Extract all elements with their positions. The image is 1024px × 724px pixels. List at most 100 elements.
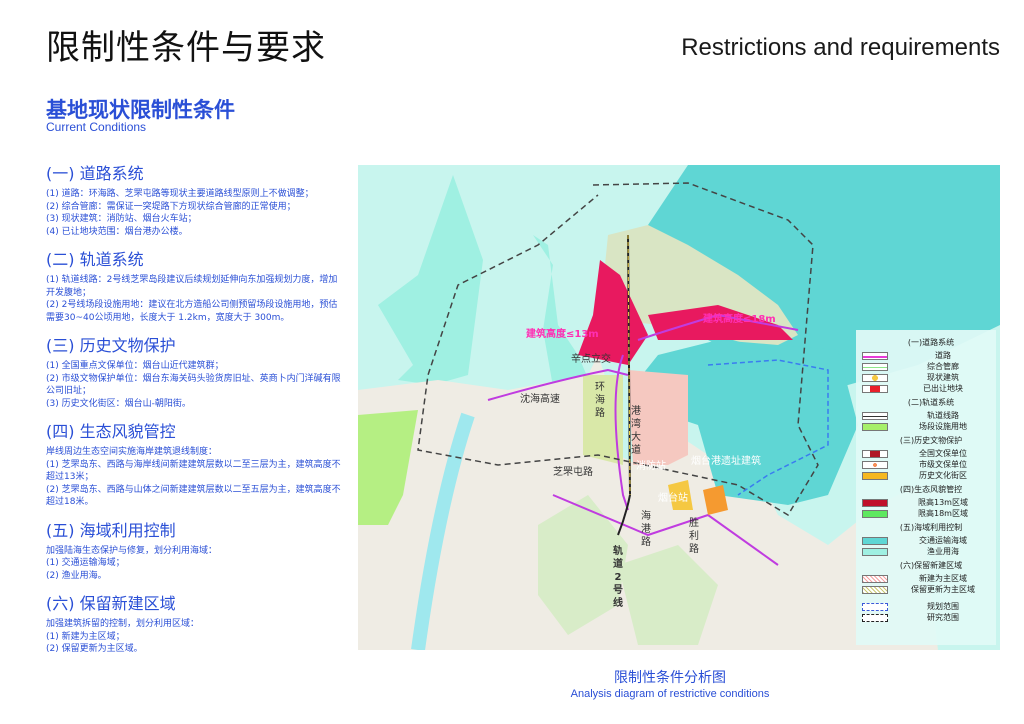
legend-label: 已出让地块 xyxy=(923,384,963,393)
legend-swatch-road xyxy=(862,351,888,360)
map-caption: 限制性条件分析图 xyxy=(614,670,726,686)
condition-line: (2) 2号线场段设施用地：建议在北方造船公司侧预留场段设施用地，预估需要30~… xyxy=(46,300,338,323)
legend-swatch-existing xyxy=(862,373,888,382)
label-haigang: 海港路 xyxy=(641,511,651,548)
condition-heading: (六) 保留新建区域 xyxy=(46,594,176,613)
legend-swatch-transport xyxy=(862,536,888,545)
legend-swatch-h13 xyxy=(862,498,888,507)
condition-line: 加强陆海生态保护与修复，划分利用海域： xyxy=(46,545,218,556)
condition-line: (1) 新建为主区域； xyxy=(46,631,125,642)
condition-line: (1) 芝罘岛东、西路与海岸线间新建建筑层数以二至三层为主，建筑高度不超过13米… xyxy=(46,459,341,483)
legend-item: 道路 xyxy=(862,350,990,361)
condition-line: 岸线周边生态空间实施海岸建筑退线制度： xyxy=(46,447,218,457)
label-shenhai: 沈海高速 xyxy=(520,394,560,405)
legend-label: 市级文保单位 xyxy=(919,460,967,469)
condition-line: (3) 历史文化街区：烟台山-朝阳街。 xyxy=(46,398,191,409)
label-shengli: 胜利路 xyxy=(689,518,699,555)
condition-line: (2) 保留更新为主区域。 xyxy=(46,644,143,654)
legend-label: 研究范围 xyxy=(927,613,959,622)
condition-heading: (三) 历史文物保护 xyxy=(46,336,176,355)
legend-group-title: (四)生态风貌管控 xyxy=(899,485,963,494)
section-title-en: Current Conditions xyxy=(46,120,147,134)
legend-label: 场段设施用地 xyxy=(919,422,967,431)
legend-label: 保留更新为主区域 xyxy=(911,585,975,594)
legend-item: 交通运输海域 xyxy=(862,535,990,546)
map-caption-en: Analysis diagram of restrictive conditio… xyxy=(570,688,770,700)
legend-label: 交通运输海域 xyxy=(919,536,967,545)
legend-swatch-pipe xyxy=(862,362,888,371)
legend-swatch-rail xyxy=(862,411,888,420)
legend-item: 限高18m区域 xyxy=(862,508,990,519)
legend-label: 规划范围 xyxy=(927,602,959,611)
legend-item: 场段设施用地 xyxy=(862,421,990,432)
legend-group-title: (六)保留新建区域 xyxy=(899,561,963,570)
label-height13: 建筑高度≤13m xyxy=(526,329,599,340)
legend-swatch-newbuild xyxy=(862,574,888,583)
condition-heading: (二) 轨道系统 xyxy=(46,250,144,269)
legend-group-title: (一)道路系统 xyxy=(907,338,955,347)
label-huanhai: 环海路 xyxy=(595,382,605,419)
legend-label: 历史文化街区 xyxy=(919,471,967,480)
label-port-site: 烟台港遗址建筑 xyxy=(691,456,761,467)
legend-swatch-study xyxy=(862,613,888,622)
label-height18: 建筑高度≤18m xyxy=(703,314,776,325)
condition-line: (1) 交通运输海域； xyxy=(46,558,125,568)
condition-block: (五) 海域利用控制加强陆海生态保护与修复，划分利用海域： (1) 交通运输海域；… xyxy=(46,517,346,583)
legend-swatch-fishery xyxy=(862,547,888,556)
section-title: 基地现状限制性条件 xyxy=(46,98,235,122)
legend-label: 现状建筑 xyxy=(927,373,959,382)
legend-group-title: (五)海域利用控制 xyxy=(899,523,963,532)
label-ganghai: 港湾大道 xyxy=(631,406,641,456)
condition-line: (2) 芝罘岛东、西路与山体之间新建建筑层数以二至五层为主，建筑高度不超过18米… xyxy=(46,484,341,508)
legend-label: 全国文保单位 xyxy=(919,449,967,458)
legend-item: 新建为主区域 xyxy=(862,573,990,584)
condition-block: (二) 轨道系统 (1) 轨道线路：2号线芝罘岛段建议后续规划延伸向东加强规划力度… xyxy=(46,246,346,324)
legend-swatch-city xyxy=(862,460,888,469)
condition-line: (1) 轨道线路：2号线芝罘岛段建议后续规划延伸向东加强规划力度，增加开发腹地； xyxy=(46,275,338,298)
label-interchange: 辛点立交 xyxy=(571,354,611,365)
legend-label: 限高18m区域 xyxy=(918,509,968,518)
legend-item: 历史文化街区 xyxy=(862,470,990,481)
legend-label: 道路 xyxy=(935,351,951,360)
legend-swatch-plan xyxy=(862,602,888,611)
condition-line: (3) 现状建筑：消防站、烟台火车站； xyxy=(46,214,197,224)
condition-block: (三) 历史文物保护(1) 全国重点文保单位：烟台山近代建筑群；(2) 市级文物… xyxy=(46,332,346,410)
condition-block: (四) 生态风貌管控岸线周边生态空间实施海岸建筑退线制度： (1) 芝罘岛东、西路… xyxy=(46,418,346,509)
label-station: 烟台站 xyxy=(658,493,688,504)
legend-item: 限高13m区域 xyxy=(862,497,990,508)
map-graphic xyxy=(358,165,1000,650)
page-title: 限制性条件与要求 xyxy=(46,28,326,68)
conditions-text: (一) 道路系统 (1) 道路：环海路、芝罘屯路等现状主要道路线型原则上不做调整；… xyxy=(46,160,346,664)
legend-swatch-depot xyxy=(862,422,888,431)
label-metro: 轨道2号线 xyxy=(613,546,623,609)
condition-line: (1) 道路：环海路、芝罘屯路等现状主要道路线型原则上不做调整； xyxy=(46,189,314,199)
page-title-en: Restrictions and requirements xyxy=(681,34,1000,61)
legend-item: 已出让地块 xyxy=(862,383,990,394)
legend-swatch-h18 xyxy=(862,509,888,518)
legend-item: 现状建筑 xyxy=(862,372,990,383)
condition-block: (一) 道路系统 (1) 道路：环海路、芝罘屯路等现状主要道路线型原则上不做调整；… xyxy=(46,160,346,238)
condition-heading: (四) 生态风貌管控 xyxy=(46,422,176,441)
condition-line: 加强建筑拆留的控制，划分利用区域： xyxy=(46,619,200,629)
legend-group-title: (二)轨道系统 xyxy=(907,398,955,407)
legend-swatch-sold xyxy=(862,384,888,393)
legend-swatch-retain xyxy=(862,585,888,594)
map-legend: (一)道路系统道路综合管廊现状建筑已出让地块 (二)轨道系统轨道线路场段设施用地 (… xyxy=(856,330,996,645)
legend-item: 保留更新为主区域 xyxy=(862,584,990,595)
condition-heading: (一) 道路系统 xyxy=(46,164,144,183)
label-fire-station: 消防站 xyxy=(636,461,666,472)
legend-item: 轨道线路 xyxy=(862,410,990,421)
legend-item: 市级文保单位 xyxy=(862,459,990,470)
legend-item: 渔业用海 xyxy=(862,546,990,557)
condition-line: (2) 渔业用海。 xyxy=(46,570,107,581)
condition-line: (4) 已让地块范围：烟台港办公楼。 xyxy=(46,226,188,237)
legend-label: 轨道线路 xyxy=(927,411,959,420)
condition-line: (1) 全国重点文保单位：烟台山近代建筑群； xyxy=(46,361,224,371)
condition-block: (六) 保留新建区域加强建筑拆留的控制，划分利用区域： (1) 新建为主区域； (2… xyxy=(46,590,346,656)
legend-item: 规划范围 xyxy=(862,601,990,612)
legend-label: 综合管廊 xyxy=(927,362,959,371)
legend-item: 研究范围 xyxy=(862,612,990,623)
condition-heading: (五) 海域利用控制 xyxy=(46,520,176,540)
condition-line: (2) 综合管廊：需保证一突堤路下方现状综合管廊的正常使用； xyxy=(46,201,296,212)
legend-label: 新建为主区域 xyxy=(919,574,967,583)
